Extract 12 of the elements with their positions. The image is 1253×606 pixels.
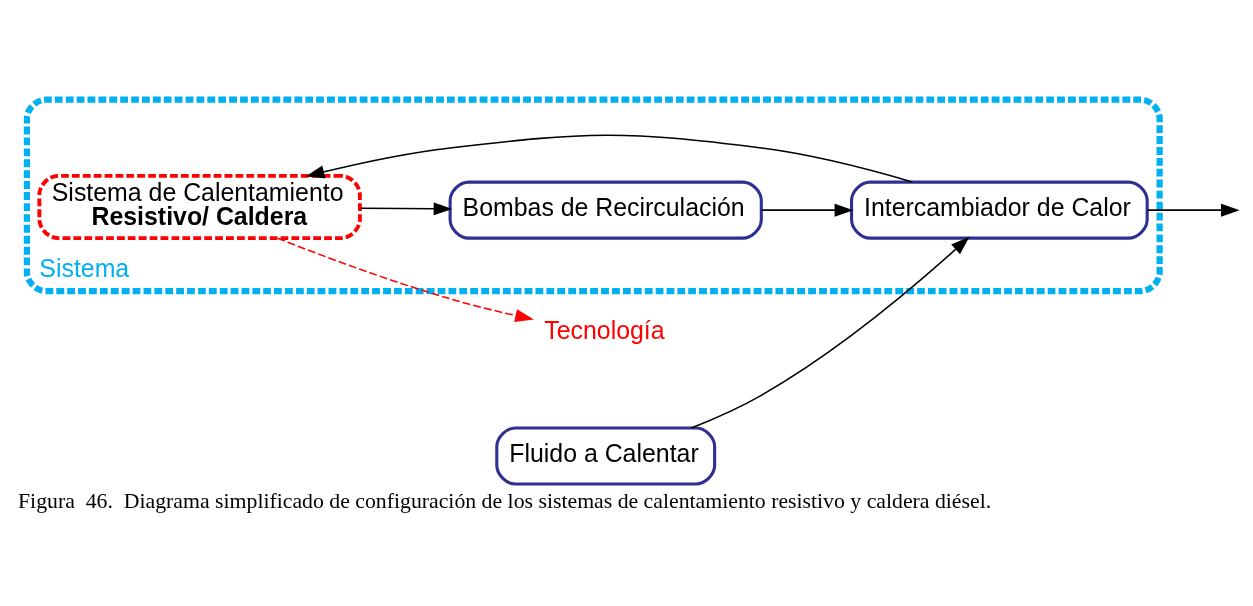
arrow <box>359 201 453 215</box>
node-box: Fluido a Calentar <box>495 425 717 486</box>
node-box: Sistema de Calentamiento Resistivo/ Caldera <box>37 173 362 240</box>
node-box: Intercambiador de Calor <box>850 180 1149 240</box>
arrow <box>1146 203 1240 217</box>
caption: Figura 46. Diagrama simplificado de configuración de los sistemas de calentamiento resistivo y caldera diésel. <box>18 488 992 513</box>
arrow <box>305 133 914 183</box>
node-text: Tecnología <box>544 315 665 344</box>
arrow <box>690 236 970 429</box>
arrow <box>276 237 534 322</box>
node-box: Bombas de Recirculación <box>448 180 763 240</box>
arrow <box>760 203 854 217</box>
